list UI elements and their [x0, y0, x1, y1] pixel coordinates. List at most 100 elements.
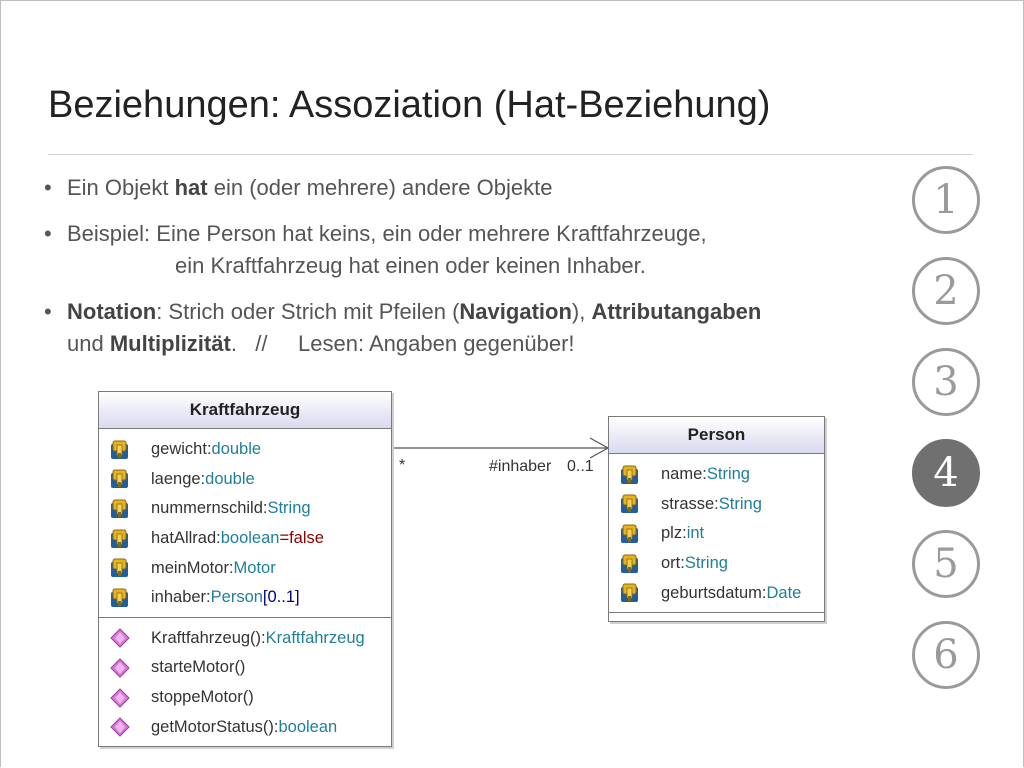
- attribute-row: hatAllrad:boolean=false: [99, 524, 391, 554]
- bullet-1: • Ein Objekt hat ein (oder mehrere) ande…: [44, 172, 904, 204]
- title-divider: [48, 154, 973, 155]
- bullet-text: : Strich oder Strich mit Pfeilen (: [156, 299, 460, 324]
- member-type: double: [205, 469, 255, 488]
- field-key-icon: [619, 493, 641, 515]
- section-number-1[interactable]: 1: [912, 166, 980, 234]
- operations-compartment: [609, 613, 824, 621]
- method-diamond-icon: [109, 627, 131, 649]
- bullet-text: und: [67, 331, 110, 356]
- operation-row: starteMotor(): [99, 653, 391, 683]
- operation-row: stoppeMotor(): [99, 683, 391, 713]
- bullet-bold: Attributangaben: [591, 299, 762, 324]
- method-diamond-icon: [109, 687, 131, 709]
- section-number-list: 1 2 3 4 5 6: [912, 166, 996, 712]
- member-name: stoppeMotor(): [151, 688, 254, 707]
- field-key-icon: [109, 528, 131, 550]
- bullet-2: • Beispiel: Eine Person hat keins, ein o…: [44, 218, 904, 282]
- field-key-icon: [109, 468, 131, 490]
- member-type: double: [211, 440, 262, 459]
- operation-row: getMotorStatus():boolean: [99, 712, 391, 742]
- attribute-row: geburtsdatum:Date: [609, 578, 824, 608]
- member-type: Kraftfahrzeug: [265, 628, 365, 647]
- bullet-bold: Navigation: [459, 299, 572, 324]
- section-number-2[interactable]: 2: [912, 257, 980, 325]
- member-type: String: [684, 554, 728, 573]
- bullet-text: ein (oder mehrere) andere Objekte: [207, 175, 553, 200]
- attribute-row: name:String: [609, 460, 824, 490]
- field-key-icon: [619, 464, 641, 486]
- member-name: Kraftfahrzeug():: [151, 628, 266, 647]
- attribute-row: plz:int: [609, 519, 824, 549]
- member-type: String: [267, 499, 311, 518]
- bullet-dot: •: [44, 221, 52, 246]
- member-name: name:: [661, 465, 707, 484]
- member-type: String: [706, 465, 750, 484]
- member-extra: [0..1]: [262, 588, 300, 607]
- bullet-dot: •: [44, 299, 52, 324]
- member-name: meinMotor:: [151, 558, 234, 577]
- member-type: Date: [766, 583, 802, 602]
- attribute-row: strasse:String: [609, 490, 824, 520]
- class-name: Person: [609, 417, 824, 454]
- member-type: Person: [210, 588, 263, 607]
- bullet-text: Ein Objekt: [67, 175, 175, 200]
- member-name: nummernschild:: [151, 499, 268, 518]
- field-key-icon: [619, 582, 641, 604]
- source-multiplicity: *: [399, 457, 406, 474]
- member-extra: =false: [279, 529, 324, 548]
- section-number-6[interactable]: 6: [912, 621, 980, 689]
- field-key-icon: [619, 553, 641, 575]
- member-name: getMotorStatus():: [151, 717, 279, 736]
- attribute-row: ort:String: [609, 549, 824, 579]
- bullet-text: ),: [571, 299, 592, 324]
- operation-row: Kraftfahrzeug():Kraftfahrzeug: [99, 624, 391, 654]
- operations-compartment: Kraftfahrzeug():Kraftfahrzeug starteMotor…: [99, 618, 391, 746]
- member-name: starteMotor(): [151, 658, 246, 677]
- member-type: boolean: [220, 529, 280, 548]
- section-number-3[interactable]: 3: [912, 348, 980, 416]
- bullet-text-continued: ein Kraftfahrzeug hat einen oder keinen …: [175, 253, 646, 278]
- bullet-dot: •: [44, 175, 52, 200]
- member-name: hatAllrad:: [151, 529, 221, 548]
- slide-title: Beziehungen: Assoziation (Hat-Beziehung): [48, 84, 771, 126]
- field-key-icon: [619, 523, 641, 545]
- bullet-text: Beispiel: Eine Person hat keins, ein ode…: [67, 221, 707, 246]
- class-name: Kraftfahrzeug: [99, 392, 391, 429]
- section-number-4[interactable]: 4: [912, 439, 980, 507]
- bullet-text: . // Lesen: Angaben gegenüber!: [230, 331, 575, 356]
- member-name: inhaber:: [151, 588, 211, 607]
- member-type: boolean: [278, 717, 338, 736]
- section-number-5[interactable]: 5: [912, 530, 980, 598]
- member-type: Motor: [233, 558, 276, 577]
- bullet-bold: Notation: [67, 299, 157, 324]
- attribute-row: gewicht:double: [99, 435, 391, 465]
- target-role: #inhaber: [489, 458, 552, 475]
- method-diamond-icon: [109, 657, 131, 679]
- field-key-icon: [109, 439, 131, 461]
- target-multiplicity: 0..1: [567, 458, 594, 475]
- bullet-bold: hat: [174, 175, 208, 200]
- member-type: int: [686, 524, 705, 543]
- field-key-icon: [109, 557, 131, 579]
- attribute-row: meinMotor:Motor: [99, 553, 391, 583]
- attribute-row: inhaber:Person[0..1]: [99, 583, 391, 613]
- member-name: gewicht:: [151, 440, 212, 459]
- bullet-3: • Notation: Strich oder Strich mit Pfeil…: [44, 296, 904, 360]
- field-key-icon: [109, 587, 131, 609]
- member-name: strasse:: [661, 494, 719, 513]
- member-name: laenge:: [151, 469, 206, 488]
- attribute-row: laenge:double: [99, 465, 391, 495]
- bullet-list: • Ein Objekt hat ein (oder mehrere) ande…: [44, 172, 904, 374]
- member-name: geburtsdatum:: [661, 583, 767, 602]
- bullet-bold: Multiplizität: [109, 331, 231, 356]
- method-diamond-icon: [109, 716, 131, 738]
- member-name: plz:: [661, 524, 687, 543]
- attribute-row: nummernschild:String: [99, 494, 391, 524]
- field-key-icon: [109, 498, 131, 520]
- member-name: ort:: [661, 554, 685, 573]
- member-type: String: [718, 494, 762, 513]
